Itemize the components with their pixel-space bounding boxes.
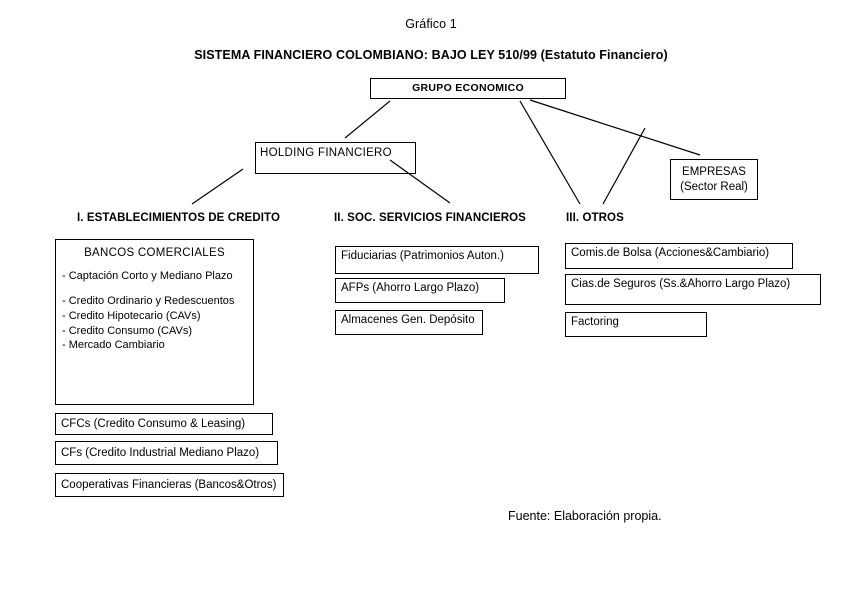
node-cfcs: CFCs (Credito Consumo & Leasing)	[55, 413, 273, 435]
node-empresas-line2: (Sector Real)	[680, 180, 748, 193]
node-holding-financiero: HOLDING FINANCIERO	[255, 142, 416, 174]
node-afps: AFPs (Ahorro Largo Plazo)	[335, 278, 505, 303]
node-grupo-economico: GRUPO ECONOMICO	[370, 78, 566, 99]
node-factoring: Factoring	[565, 312, 707, 337]
node-grupo-economico-label: GRUPO ECONOMICO	[412, 81, 524, 94]
figure-caption: Gráfico 1	[405, 17, 457, 31]
node-cooperativas-financieras: Cooperativas Financieras (Bancos&Otros)	[55, 473, 284, 497]
node-fiduciarias: Fiduciarias (Patrimonios Auton.)	[335, 246, 539, 274]
node-cfs: CFs (Credito Industrial Mediano Plazo)	[55, 441, 278, 465]
diagram-title: SISTEMA FINANCIERO COLOMBIANO: BAJO LEY …	[194, 48, 668, 62]
node-empresas-sector-real: EMPRESAS (Sector Real)	[670, 159, 758, 200]
node-cias-seguros: Cias.de Seguros (Ss.&Ahorro Largo Plazo)	[565, 274, 821, 305]
list-item: - Mercado Cambiario	[62, 339, 165, 352]
list-item: - Credito Consumo (CAVs)	[62, 324, 192, 337]
column-heading-soc-servicios-financieros: II. SOC. SERVICIOS FINANCIEROS	[334, 212, 526, 224]
bancos-comerciales-list: - Captación Corto y Mediano Plazo - Cred…	[62, 270, 253, 353]
node-comisionistas-bolsa: Comis.de Bolsa (Acciones&Cambiario)	[565, 243, 793, 269]
list-item: - Credito Ordinario y Redescuentos	[62, 295, 235, 308]
node-almacenes-gen-deposito: Almacenes Gen. Depósito	[335, 310, 483, 335]
list-item: - Credito Hipotecario (CAVs)	[62, 309, 201, 322]
node-empresas-line1: EMPRESAS	[682, 166, 746, 179]
column-heading-otros: III. OTROS	[566, 212, 624, 224]
column-heading-establecimientos-credito: I. ESTABLECIMIENTOS DE CREDITO	[77, 212, 280, 224]
list-item: - Captación Corto y Mediano Plazo	[62, 270, 233, 283]
bancos-comerciales-title: BANCOS COMERCIALES	[84, 247, 225, 259]
node-bancos-comerciales: BANCOS COMERCIALES - Captación Corto y M…	[55, 239, 254, 405]
source-note: Fuente: Elaboración propia.	[508, 509, 662, 523]
node-holding-financiero-label: HOLDING FINANCIERO	[260, 147, 392, 159]
